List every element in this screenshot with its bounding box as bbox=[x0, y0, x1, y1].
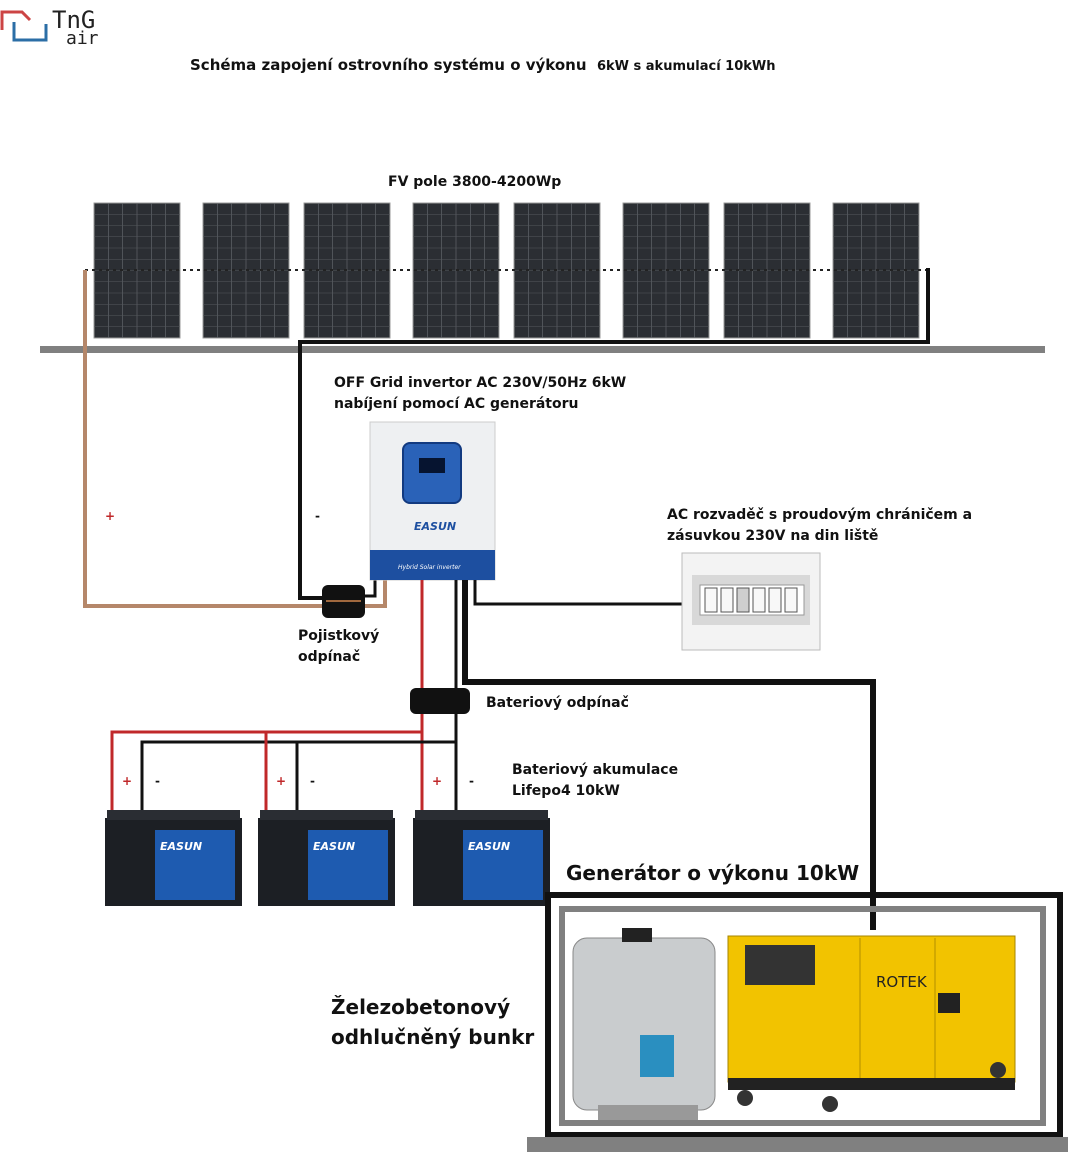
inverter-label-line2: nabíjení pomocí AC generátoru bbox=[334, 396, 579, 412]
battery-plus-sign: + bbox=[276, 774, 286, 788]
battery: EASUN + - bbox=[413, 774, 550, 906]
logo-text-top: TnG bbox=[52, 6, 95, 34]
ac-box-label-line2: zásuvkou 230V na din liště bbox=[667, 528, 879, 544]
battery-plus-sign: + bbox=[122, 774, 132, 788]
generator-label: Generátor o výkonu 10kW bbox=[566, 861, 860, 885]
title-suffix: 6kW s akumulací 10kWh bbox=[596, 59, 776, 74]
inverter-brand: EASUN bbox=[414, 520, 456, 533]
generator-brand: ROTEK bbox=[876, 973, 928, 991]
battery: EASUN + - bbox=[105, 774, 242, 906]
pv-positive-wire bbox=[83, 270, 322, 608]
breaker bbox=[736, 587, 750, 613]
fuse-label: Pojistkový odpínač bbox=[298, 626, 379, 668]
pv-plus-sign: + bbox=[105, 509, 115, 523]
battery-brand: EASUN bbox=[313, 840, 355, 853]
pv-label: FV pole 3800-4200Wp bbox=[388, 174, 562, 190]
pv-negative-wire bbox=[298, 268, 930, 600]
battery-disconnector bbox=[410, 688, 470, 714]
fuse-to-inverter-positive bbox=[365, 580, 387, 608]
battery-brand: EASUN bbox=[468, 840, 510, 853]
inverter-caption: Hybrid Solar inverter bbox=[398, 564, 461, 571]
fuel-tank bbox=[572, 928, 716, 1120]
breaker bbox=[720, 587, 734, 613]
battery-plus-sign: + bbox=[432, 774, 442, 788]
inverter: EASUN Hybrid Solar inverter bbox=[369, 421, 496, 581]
ac-box-label-line1: AC rozvaděč s proudovým chráničem a bbox=[667, 507, 973, 523]
battery-switch-label: Bateriový odpínač bbox=[486, 695, 629, 711]
logo-text-bottom: air bbox=[66, 28, 99, 49]
bunker-label-line2: odhlučněný bunkr bbox=[331, 1025, 535, 1049]
fuse-label-line2: odpínač bbox=[298, 649, 361, 665]
battery-bank: EASUN + - EASUN + - EASUN + - bbox=[105, 774, 550, 906]
ac-output-wire bbox=[473, 580, 682, 606]
bunker-ground bbox=[527, 1137, 1068, 1152]
battery-negative-bus bbox=[140, 740, 456, 812]
bunker-label: Železobetonový odhlučněný bunkr bbox=[331, 992, 534, 1052]
ac-box-label: AC rozvaděč s proudovým chráničem a zásuv… bbox=[667, 505, 972, 547]
breaker bbox=[768, 587, 782, 613]
ac-distribution-box bbox=[681, 552, 821, 651]
battery-minus-sign: - bbox=[155, 774, 160, 788]
breaker bbox=[704, 587, 718, 613]
logo-mark bbox=[0, 10, 48, 42]
breaker bbox=[752, 587, 766, 613]
battery: EASUN + - bbox=[258, 774, 395, 906]
bunker-outer-wall bbox=[545, 892, 1063, 1138]
mounting-ground bbox=[40, 346, 1045, 353]
battery-positive-bus bbox=[110, 730, 422, 812]
generator-ac-wire bbox=[462, 580, 876, 930]
generator: ROTEK bbox=[727, 935, 1016, 1112]
bunker-label-line1: Železobetonový bbox=[331, 995, 511, 1019]
bunker-inner-wall bbox=[559, 906, 1046, 1126]
battery-minus-sign: - bbox=[469, 774, 474, 788]
inverter-label: OFF Grid invertor AC 230V/50Hz 6kW nabíje… bbox=[334, 373, 626, 415]
pv-minus-sign: - bbox=[315, 509, 320, 523]
battery-brand: EASUN bbox=[160, 840, 202, 853]
fuse-to-inverter-negative bbox=[365, 580, 377, 598]
title-main: Schéma zapojení ostrovního systému o výk… bbox=[190, 56, 587, 74]
battery-minus-sign: - bbox=[310, 774, 315, 788]
breaker bbox=[784, 587, 798, 613]
battery-label-line2: Lifepo4 10kW bbox=[512, 783, 620, 799]
battery-label-line1: Bateriový akumulace bbox=[512, 762, 679, 778]
inverter-label-line1: OFF Grid invertor AC 230V/50Hz 6kW bbox=[334, 375, 627, 391]
fuse-label-line1: Pojistkový bbox=[298, 628, 380, 644]
page-title: Schéma zapojení ostrovního systému o výk… bbox=[190, 55, 776, 77]
